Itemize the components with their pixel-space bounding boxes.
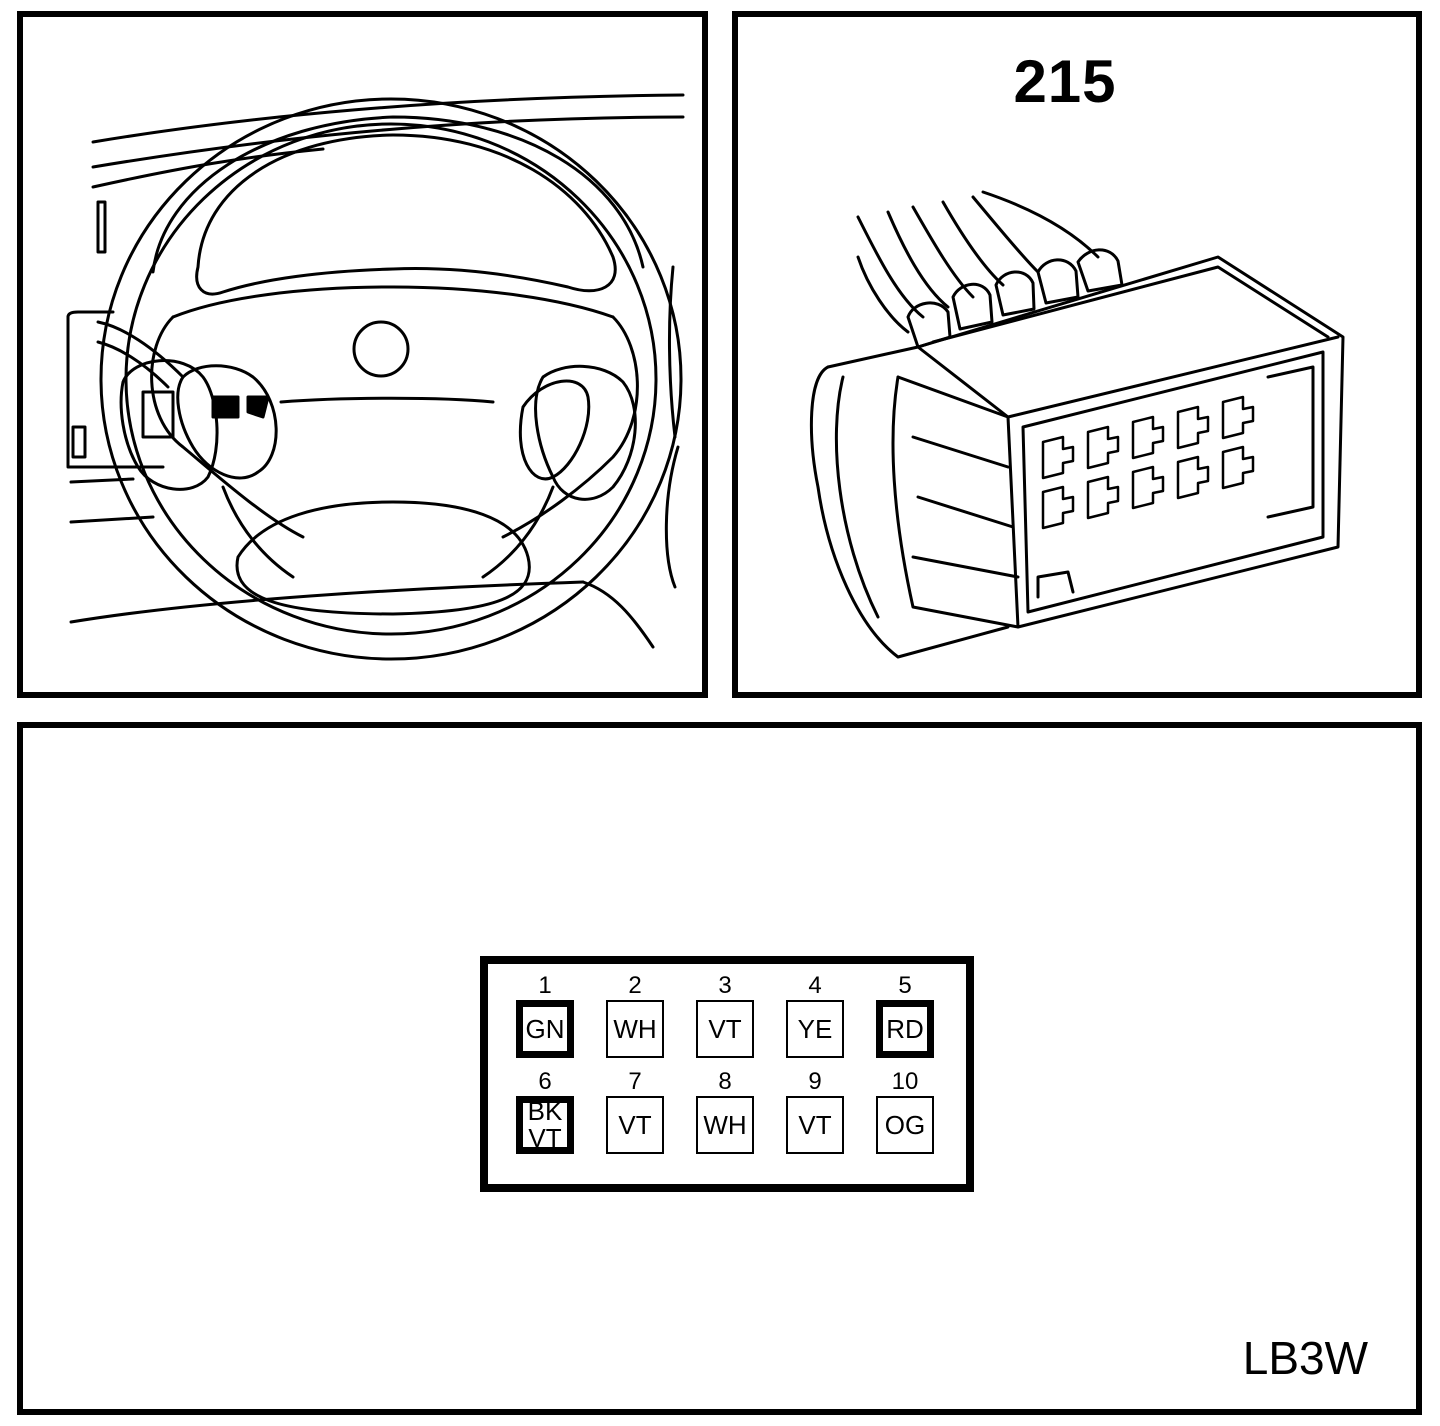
pin-number: 2 bbox=[628, 972, 642, 999]
wire-color-code: VT bbox=[618, 1109, 652, 1140]
wire-color-code: RD bbox=[886, 1013, 924, 1044]
wire-color-code: VT bbox=[708, 1013, 742, 1044]
pin-wire-color: VT bbox=[696, 1000, 754, 1058]
pin-wire-color: OG bbox=[876, 1096, 934, 1154]
pin-number: 6 bbox=[538, 1068, 552, 1095]
pin-wire-color: VT bbox=[786, 1096, 844, 1154]
pin-wire-color: VT bbox=[606, 1096, 664, 1154]
pin-number: 7 bbox=[628, 1068, 642, 1095]
pin-number: 3 bbox=[718, 972, 732, 999]
pin-wire-color: WH bbox=[696, 1096, 754, 1154]
wire-color-code: OG bbox=[884, 1109, 926, 1140]
connector-panel: 215 bbox=[732, 11, 1422, 698]
pin-number: 4 bbox=[808, 972, 822, 999]
wire-color-code: GN bbox=[525, 1013, 565, 1044]
pin-number: 10 bbox=[891, 1068, 919, 1095]
steering-wheel-panel bbox=[17, 11, 708, 698]
pin-number: 1 bbox=[538, 972, 552, 999]
connector-drawing bbox=[809, 190, 1345, 659]
pin-wire-color: WH bbox=[606, 1000, 664, 1058]
pin-wire-color: GN bbox=[516, 1000, 574, 1058]
wire-color-code: BK bbox=[527, 1096, 563, 1126]
pin-number: 8 bbox=[718, 1068, 732, 1095]
pin-wire-color: RD bbox=[876, 1000, 934, 1058]
steering-wheel-drawing bbox=[66, 93, 685, 661]
wire-color-code: VT bbox=[528, 1123, 562, 1153]
connector-number: 215 bbox=[1013, 48, 1117, 115]
wire-color-code: WH bbox=[613, 1013, 657, 1044]
wire-color-code: VT bbox=[798, 1109, 832, 1140]
wire-color-code: WH bbox=[703, 1109, 747, 1140]
pin-wire-color: YE bbox=[786, 1000, 844, 1058]
figure-code: LB3W bbox=[1242, 1332, 1368, 1384]
pin-number: 5 bbox=[898, 972, 912, 999]
pin-number: 9 bbox=[808, 1068, 822, 1095]
wire-color-code: YE bbox=[797, 1013, 833, 1044]
